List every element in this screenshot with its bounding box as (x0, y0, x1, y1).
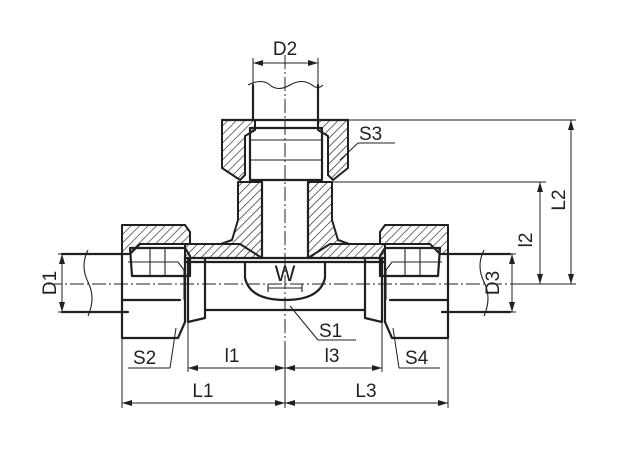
nut-s4-section (379, 224, 449, 255)
dimension-l2: L2 l2 (332, 119, 576, 285)
label-s2: S2 (133, 348, 156, 369)
nut-s3-left-section (221, 119, 256, 181)
label-i2: l2 (516, 233, 537, 248)
leader-s3: S3 (339, 124, 395, 161)
label-d1: D1 (40, 271, 61, 295)
label-s4: S4 (405, 348, 429, 369)
label-d2: D2 (273, 39, 297, 60)
label-s3: S3 (359, 124, 382, 145)
dimension-d3: D3 (483, 253, 516, 313)
label-d3: D3 (483, 271, 504, 295)
nut-s2-section (121, 224, 191, 255)
dimension-L1-L3: L1 L3 (121, 338, 449, 408)
label-l2: L2 (549, 189, 570, 210)
nut-s3-right-section (317, 119, 349, 181)
left-branch (60, 224, 192, 340)
dimension-d2: D2 (252, 39, 319, 88)
right-branch (378, 224, 512, 340)
label-L1: L1 (192, 381, 213, 402)
logo-w-text: W (275, 261, 296, 286)
tee-body (183, 243, 387, 324)
label-i3: l3 (325, 346, 340, 367)
label-L3: L3 (355, 381, 376, 402)
leader-s2: S2 (128, 327, 177, 369)
leader-s1: S1 (289, 305, 356, 342)
dimension-d1: D1 (40, 253, 66, 313)
leader-s4: S4 (392, 327, 440, 369)
label-s1: S1 (319, 321, 342, 342)
manufacturer-logo: W (267, 261, 303, 292)
label-i1: l1 (225, 346, 240, 367)
